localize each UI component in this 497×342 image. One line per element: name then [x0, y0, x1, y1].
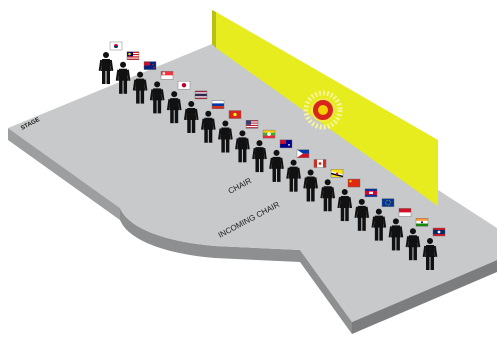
flag-russia-icon — [212, 101, 224, 109]
flag-philippines-icon — [297, 150, 309, 158]
flag-cambodia-icon — [365, 189, 377, 197]
flag-singapore-icon — [161, 71, 173, 79]
flag-australia-icon — [280, 140, 292, 148]
flag-vietnam-icon — [229, 111, 241, 119]
flag-usa-icon — [246, 120, 258, 128]
backdrop-side — [212, 10, 216, 48]
flag-china-icon — [348, 179, 360, 187]
flag-canada-icon — [314, 159, 326, 167]
flag-south-korea-icon — [110, 42, 122, 50]
flag-japan-icon — [178, 81, 190, 89]
flag-india-icon — [416, 218, 428, 226]
emblem-core — [318, 105, 328, 115]
flag-new-zealand-icon — [144, 62, 156, 70]
flag-myanmar-icon — [263, 130, 275, 138]
flag-eu-icon — [382, 199, 394, 207]
flag-laos-icon — [433, 228, 445, 236]
leader-figure-1 — [99, 52, 114, 84]
flag-thailand-icon — [195, 91, 207, 99]
flag-malaysia-icon — [127, 52, 139, 60]
flag-brunei-icon — [331, 169, 343, 177]
flag-indonesia-icon — [399, 208, 411, 216]
